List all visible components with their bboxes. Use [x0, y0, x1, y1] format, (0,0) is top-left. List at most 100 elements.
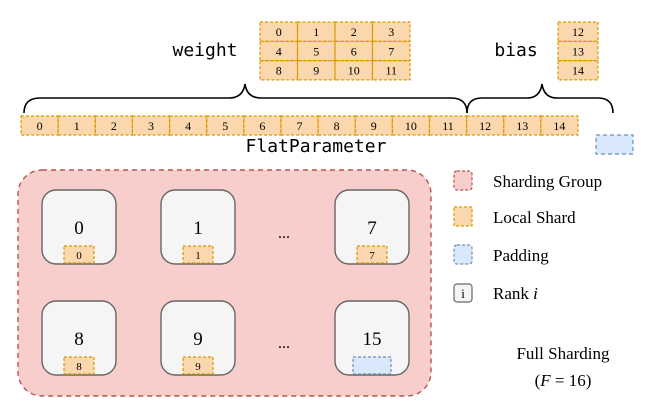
- rank-box: 77: [334, 189, 410, 265]
- rank-box: 11: [160, 189, 236, 265]
- local-shard: [63, 356, 95, 375]
- local-shard-label: 1: [195, 250, 201, 262]
- weight-cell-label: 4: [276, 44, 282, 58]
- local-shard-label: 7: [369, 250, 375, 262]
- flat-cell-label: 2: [111, 119, 117, 133]
- flat-cell-label: 11: [442, 119, 454, 133]
- weight-cell-label: 5: [313, 44, 319, 58]
- legend-sharding-group-swatch: [453, 170, 473, 191]
- weight-cell: [296, 40, 336, 62]
- padding-shard: [352, 356, 392, 375]
- bias-vector-bg: [558, 22, 598, 80]
- local-shard-label: 8: [76, 361, 82, 373]
- weight-cell: [259, 59, 299, 81]
- legend-rank-label: Rank: [493, 284, 529, 303]
- weight-cell: [296, 21, 336, 42]
- weight-cell-label: 2: [351, 25, 357, 39]
- weight-cell: [371, 40, 411, 62]
- rank-box-label: 9: [193, 329, 203, 350]
- bias-brace: [466, 83, 614, 114]
- legend-local-shard: Local Shard: [493, 208, 576, 227]
- weight-cell-label: 1: [313, 25, 319, 39]
- legend-padding: Padding: [493, 246, 549, 265]
- rank-box-frame: [41, 300, 117, 376]
- flat-cell-label: 3: [148, 119, 154, 133]
- weight-cell: [259, 21, 299, 42]
- legend-padding-swatch: [453, 244, 473, 265]
- caption-title: Full Sharding: [516, 344, 610, 363]
- rank-box: 88: [41, 300, 117, 376]
- local-shard: [63, 245, 95, 264]
- caption-formula-open: (: [535, 371, 541, 390]
- local-shard: [182, 356, 214, 375]
- rank-box-frame: [334, 189, 410, 265]
- weight-label: weight: [172, 40, 237, 61]
- flat-cell-label: 13: [516, 119, 528, 133]
- legend-rank-icon-label: i: [461, 286, 465, 301]
- caption-formula: (F = 16): [535, 371, 592, 390]
- legend: Sharding Group Local Shard Padding i Ran…: [453, 170, 602, 303]
- weight-cell: [334, 21, 374, 42]
- bias-label: bias: [494, 40, 537, 61]
- weight-brace: [23, 83, 468, 114]
- ellipsis-row1: ...: [278, 225, 290, 242]
- local-shard-label: 0: [76, 250, 82, 262]
- flat-cell-label: 7: [297, 119, 303, 133]
- weight-cell: [259, 40, 299, 62]
- caption-formula-var: F: [539, 371, 551, 390]
- legend-local-shard-swatch: [453, 206, 473, 227]
- weight-cell: [296, 59, 336, 81]
- flat-padding-cell: [595, 134, 634, 155]
- sharding-group: [17, 169, 432, 397]
- weight-cell-label: 7: [388, 44, 394, 58]
- weight-cell-label: 9: [313, 64, 319, 78]
- weight-cell-label: 8: [276, 64, 282, 78]
- ellipsis-row2: ...: [278, 335, 290, 352]
- flat-cell-label: 6: [259, 119, 265, 133]
- flat-cell-label: 9: [371, 119, 377, 133]
- rank-box-frame: [41, 189, 117, 265]
- rank-box: 15: [334, 300, 410, 376]
- bias-cell: [557, 21, 599, 42]
- rank-box: 00: [41, 189, 117, 265]
- flat-cell-label: 8: [334, 119, 340, 133]
- flat-cell: [540, 115, 579, 136]
- rank-box-label: 8: [74, 329, 84, 350]
- legend-rank: Rank i: [493, 284, 538, 303]
- flat-cell-label: 14: [553, 119, 565, 133]
- legend-rank-var: i: [533, 284, 538, 303]
- rank-box-label: 7: [367, 218, 377, 239]
- flat-cell-label: 5: [222, 119, 228, 133]
- rank-box-label: 15: [363, 329, 382, 350]
- flat-cell-label: 12: [479, 119, 491, 133]
- rank-box-label: 0: [74, 218, 84, 239]
- local-shard-label: 9: [195, 361, 201, 373]
- weight-cell: [334, 59, 374, 81]
- rank-box-label: 1: [193, 218, 203, 239]
- flat-cell-label: 1: [74, 119, 80, 133]
- local-shard: [356, 245, 388, 264]
- rank-box-frame: [160, 300, 236, 376]
- bias-cell-label: 13: [572, 44, 584, 58]
- flat-cell-label: 10: [405, 119, 417, 133]
- weight-cell: [371, 21, 411, 42]
- local-shard: [182, 245, 214, 264]
- weight-cell-label: 0: [276, 25, 282, 39]
- bias-cell: [557, 40, 599, 62]
- bias-cell: [557, 59, 599, 81]
- weight-cell: [371, 59, 411, 81]
- flat-cell-label: 0: [37, 119, 43, 133]
- legend-rank-icon: [453, 283, 473, 303]
- weight-cell-label: 3: [388, 25, 394, 39]
- rank-box-frame: [160, 189, 236, 265]
- weight-cell-label: 10: [348, 64, 360, 78]
- legend-sharding-group: Sharding Group: [493, 172, 602, 191]
- bias-cell-label: 14: [572, 64, 584, 78]
- weight-cell-label: 11: [385, 64, 397, 78]
- flat-parameter-bg: [21, 116, 578, 135]
- caption-formula-rest: = 16): [551, 371, 592, 390]
